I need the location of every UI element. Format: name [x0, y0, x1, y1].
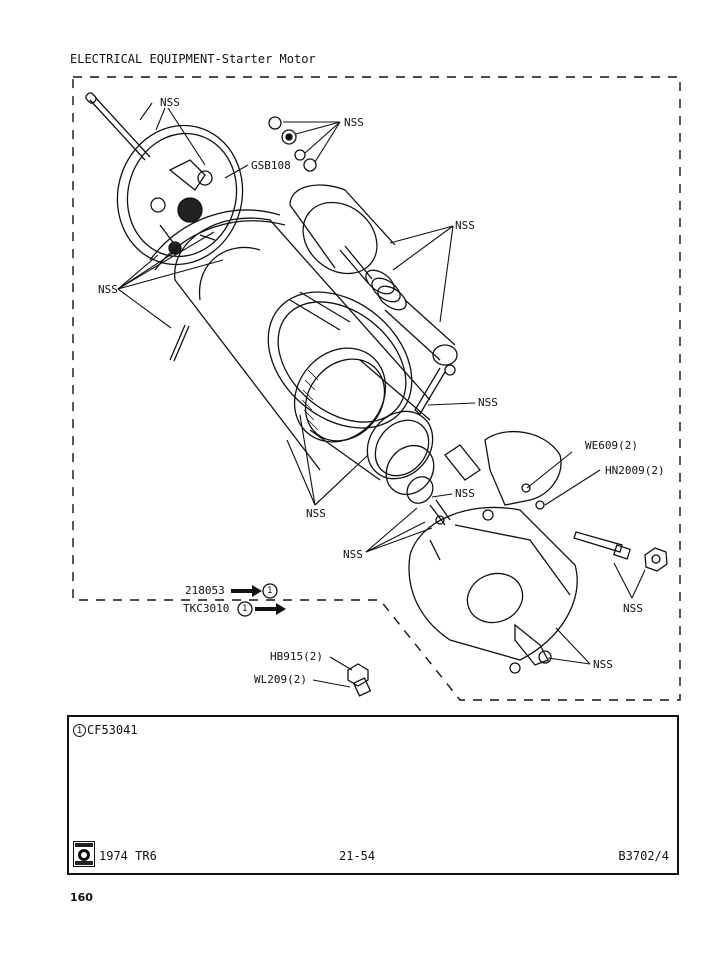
drive-end-upper-housing [444, 430, 562, 510]
armature [293, 347, 434, 481]
solenoid [268, 116, 396, 284]
notes-panel: 1 CF53041 1974 TR6 21-54 B3702/4 [67, 715, 679, 875]
callout-nss-lever: NSS [478, 396, 498, 409]
callout-gsb108: GSB108 [251, 159, 291, 172]
pivot-pin [573, 531, 668, 572]
engagement-lever [414, 364, 456, 415]
footer: 1974 TR6 21-54 B3702/4 [73, 839, 669, 869]
plunger-spring [365, 269, 458, 366]
ref-218053-note-marker: 1 [267, 586, 273, 596]
callout-hn2009: HN2009(2) [605, 464, 665, 477]
ref-tkc3010: TKC3010 [183, 602, 230, 615]
ref-hb915: HB915(2) [270, 650, 323, 663]
assembly-arrows [231, 585, 286, 615]
callout-nss-drive-end: NSS [593, 658, 613, 671]
note-item: 1 CF53041 [73, 723, 138, 737]
leader-lines [117, 102, 646, 688]
drive-pinion [385, 444, 451, 526]
callout-nss-pivot-pin: NSS [623, 602, 643, 615]
ref-tkc3010-note-marker: 1 [242, 604, 248, 614]
page-number: 160 [70, 891, 93, 904]
dashed-boundary [72, 76, 681, 701]
callout-nss-armature: NSS [306, 507, 326, 520]
callout-nss-solenoid-plunger: NSS [455, 219, 475, 232]
through-bolt-lower [169, 324, 190, 362]
page-title: ELECTRICAL EQUIPMENT-Starter Motor [70, 52, 316, 66]
callout-we609: WE609(2) [585, 439, 638, 452]
ref-218053: 218053 [185, 584, 225, 597]
callout-nss-pinion: NSS [455, 487, 475, 500]
note-text: CF53041 [87, 723, 138, 737]
vehicle-model: 1974 TR6 [99, 849, 157, 863]
fixing-bolt [347, 663, 372, 697]
callout-nss-brush-end: NSS [160, 96, 180, 109]
callout-nss-yoke-left: NSS [98, 283, 118, 296]
note-circles [237, 583, 278, 617]
british-leyland-logo-icon [73, 841, 95, 867]
starter-motor-exploded-diagram [72, 76, 681, 701]
callout-nss-drive-clip: NSS [343, 548, 363, 561]
ref-wl209: WL209(2) [254, 673, 307, 686]
drive-end-bracket [408, 506, 578, 674]
through-bolt-upper [85, 92, 151, 161]
plate-number: B3702/4 [618, 849, 669, 863]
note-marker-circle: 1 [73, 723, 86, 737]
section-page-ref: 21-54 [339, 849, 376, 863]
callout-nss-solenoid-nuts: NSS [344, 116, 364, 129]
